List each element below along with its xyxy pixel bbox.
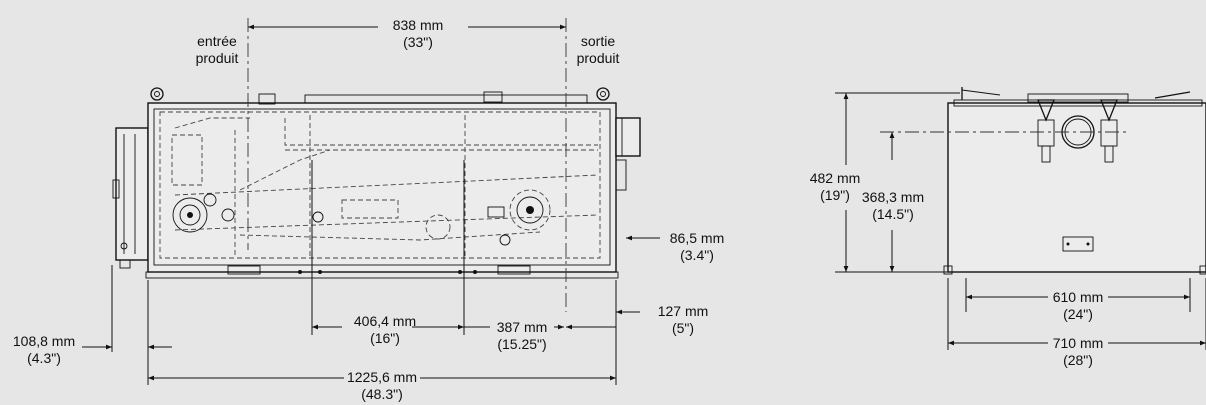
left-overhang-imperial: (4.3") [27,350,61,366]
inlet-height-imperial: (14.5") [872,206,914,222]
top-span-imperial: (33") [403,34,433,50]
clamp-left [1037,99,1055,163]
inlet-label-line1: entrée [197,33,237,49]
left-overhang-metric: 108,8 mm [13,333,75,349]
overall-height-metric: 482 mm [810,170,861,186]
outlet-offset-metric: 387 mm [497,319,548,335]
motor-housing [112,127,149,269]
internal-mechanism [159,111,601,259]
side-view [111,18,641,385]
outlet-label-line2: produit [577,50,620,66]
end-clearance-imperial: (5") [672,320,694,336]
side-protrusion-metric: 86,5 mm [670,230,724,246]
machine-body [145,87,641,279]
overall-width-metric: 710 mm [1053,335,1104,351]
end-view [835,87,1206,350]
outlet-label-line1: sortie [581,33,615,49]
pulley-spacing-imperial: (16") [370,330,400,346]
inner-width-imperial: (24") [1063,306,1093,322]
inlet-height-metric: 368,3 mm [862,189,924,205]
top-span-metric: 838 mm [393,17,444,33]
overall-length-metric: 1225,6 mm [347,369,417,385]
pulley-spacing-metric: 406,4 mm [354,313,416,329]
inlet-label-line2: produit [196,50,239,66]
overall-height-imperial: (19") [820,187,850,203]
outlet-offset-imperial: (15.25") [497,336,546,352]
side-labels: 838 mm (33") entrée produit sortie produ… [13,15,724,404]
side-protrusion-imperial: (3.4") [680,247,714,263]
clamp-right [1100,99,1118,163]
overall-length-imperial: (48.3") [361,386,403,402]
end-labels: 482 mm (19") 368,3 mm (14.5") 610 mm (24… [810,170,1108,368]
inner-width-metric: 610 mm [1053,289,1104,305]
overall-width-imperial: (28") [1063,352,1093,368]
end-clearance-metric: 127 mm [658,303,709,319]
